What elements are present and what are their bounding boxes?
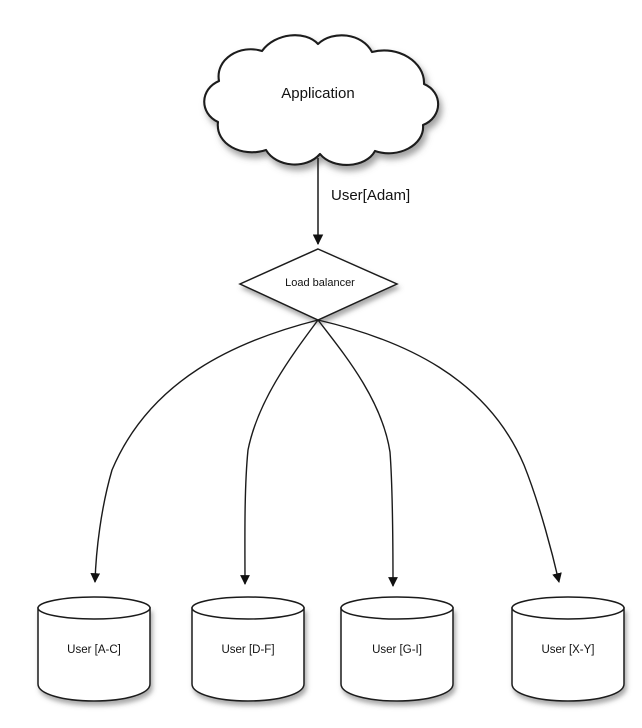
database-label-2: User [G-I] [372,644,422,656]
edge-label-user-adam: User[Adam] [331,187,410,204]
database-label-0: User [A-C] [67,644,121,656]
edge-balancer-to-db-1[interactable] [240,319,319,585]
load-balancer-label: Load balancer [285,277,355,289]
node-application[interactable]: Application [203,34,440,166]
edge-balancer-to-db-2[interactable] [317,319,398,587]
node-database-2[interactable]: User [G-I] [340,596,454,702]
edge-balancer-to-db-3-curve [317,319,562,583]
cylinder-body-3 [511,607,625,702]
database-label-3: User [X-Y] [541,644,594,656]
cylinder-top-3 [511,596,625,620]
cylinder-body-1 [191,607,305,702]
node-database-3[interactable]: User [X-Y] [511,596,625,702]
edge-app-to-balancer[interactable]: User[Adam] [312,158,410,246]
edge-balancer-to-db-0[interactable] [90,319,319,583]
node-database-0[interactable]: User [A-C] [37,596,151,702]
cylinder-top-1 [191,596,305,620]
edge-balancer-to-db-0-curve [90,319,319,583]
edge-balancer-to-db-2-curve [317,319,398,587]
node-database-1[interactable]: User [D-F] [191,596,305,702]
cylinder-top-0 [37,596,151,620]
cylinder-body-0 [37,607,151,702]
edge-balancer-to-db-1-curve [240,319,319,585]
cloud-shape [203,34,440,166]
node-load-balancer[interactable]: Load balancer [238,248,399,321]
cylinder-top-2 [340,596,454,620]
edge-balancer-to-db-3[interactable] [317,319,562,583]
application-label: Application [281,85,354,102]
cylinder-body-2 [340,607,454,702]
database-label-1: User [D-F] [221,644,274,656]
